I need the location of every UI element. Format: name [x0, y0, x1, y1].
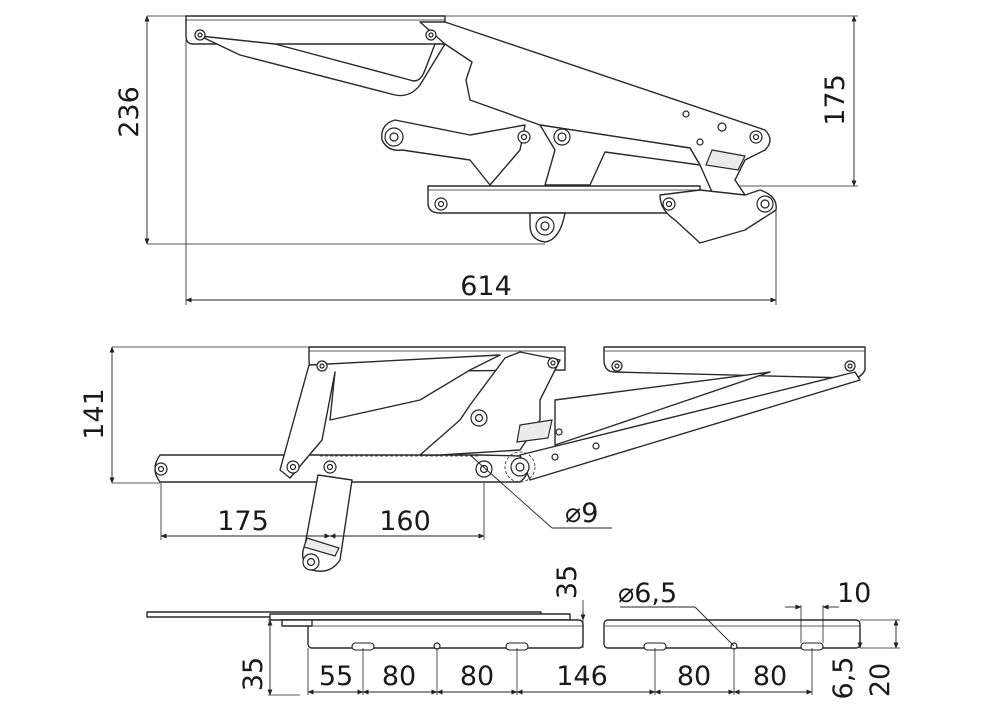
edge-10-label: 10	[837, 578, 871, 609]
pivot-holes	[194, 29, 774, 236]
closed-view: 236 175 614	[114, 15, 858, 305]
spring-band	[705, 149, 746, 171]
upper-arm	[419, 21, 771, 196]
hole-9-label: ⌀9	[565, 498, 598, 529]
slot-6-5-label: 6,5	[828, 657, 859, 700]
height-141-label: 141	[79, 388, 110, 440]
middle-link	[539, 124, 701, 186]
hole-6-5-label: ⌀6,5	[618, 578, 677, 609]
height-236-label: 236	[114, 86, 145, 138]
width-614-label: 614	[460, 271, 512, 302]
foot-band	[303, 537, 340, 557]
pitch-80-label-4: 80	[753, 661, 787, 692]
span-160-label: 160	[379, 506, 431, 537]
open-spring-band	[516, 419, 553, 443]
top-plate	[185, 15, 446, 45]
pitch-80-label-1: 80	[382, 661, 416, 692]
span-175-label: 175	[217, 506, 269, 537]
depth-35-label: 35	[552, 565, 583, 599]
height-175-label: 175	[820, 74, 851, 126]
thickness-20-label: 20	[865, 663, 896, 697]
pitch-80-label-3: 80	[677, 661, 711, 692]
open-left-frame	[279, 354, 501, 479]
open-view: 141 175 160 ⌀9	[79, 346, 866, 572]
open-top-plate-right	[603, 346, 866, 380]
pitch-80-label-2: 80	[460, 661, 494, 692]
left-link	[381, 119, 526, 186]
plan-view: 35 35 55 80 80 146 80 80 ⌀6,5 10 6,5 20	[146, 565, 900, 700]
open-right-strut	[554, 371, 771, 446]
open-holes	[154, 357, 856, 571]
lower-arm	[659, 189, 777, 244]
offset-35-label: 35	[238, 657, 269, 691]
pitch-55-label: 55	[319, 661, 353, 692]
diagonal-brace	[199, 35, 446, 97]
pitch-146-label: 146	[556, 661, 608, 692]
left-block	[307, 619, 584, 649]
